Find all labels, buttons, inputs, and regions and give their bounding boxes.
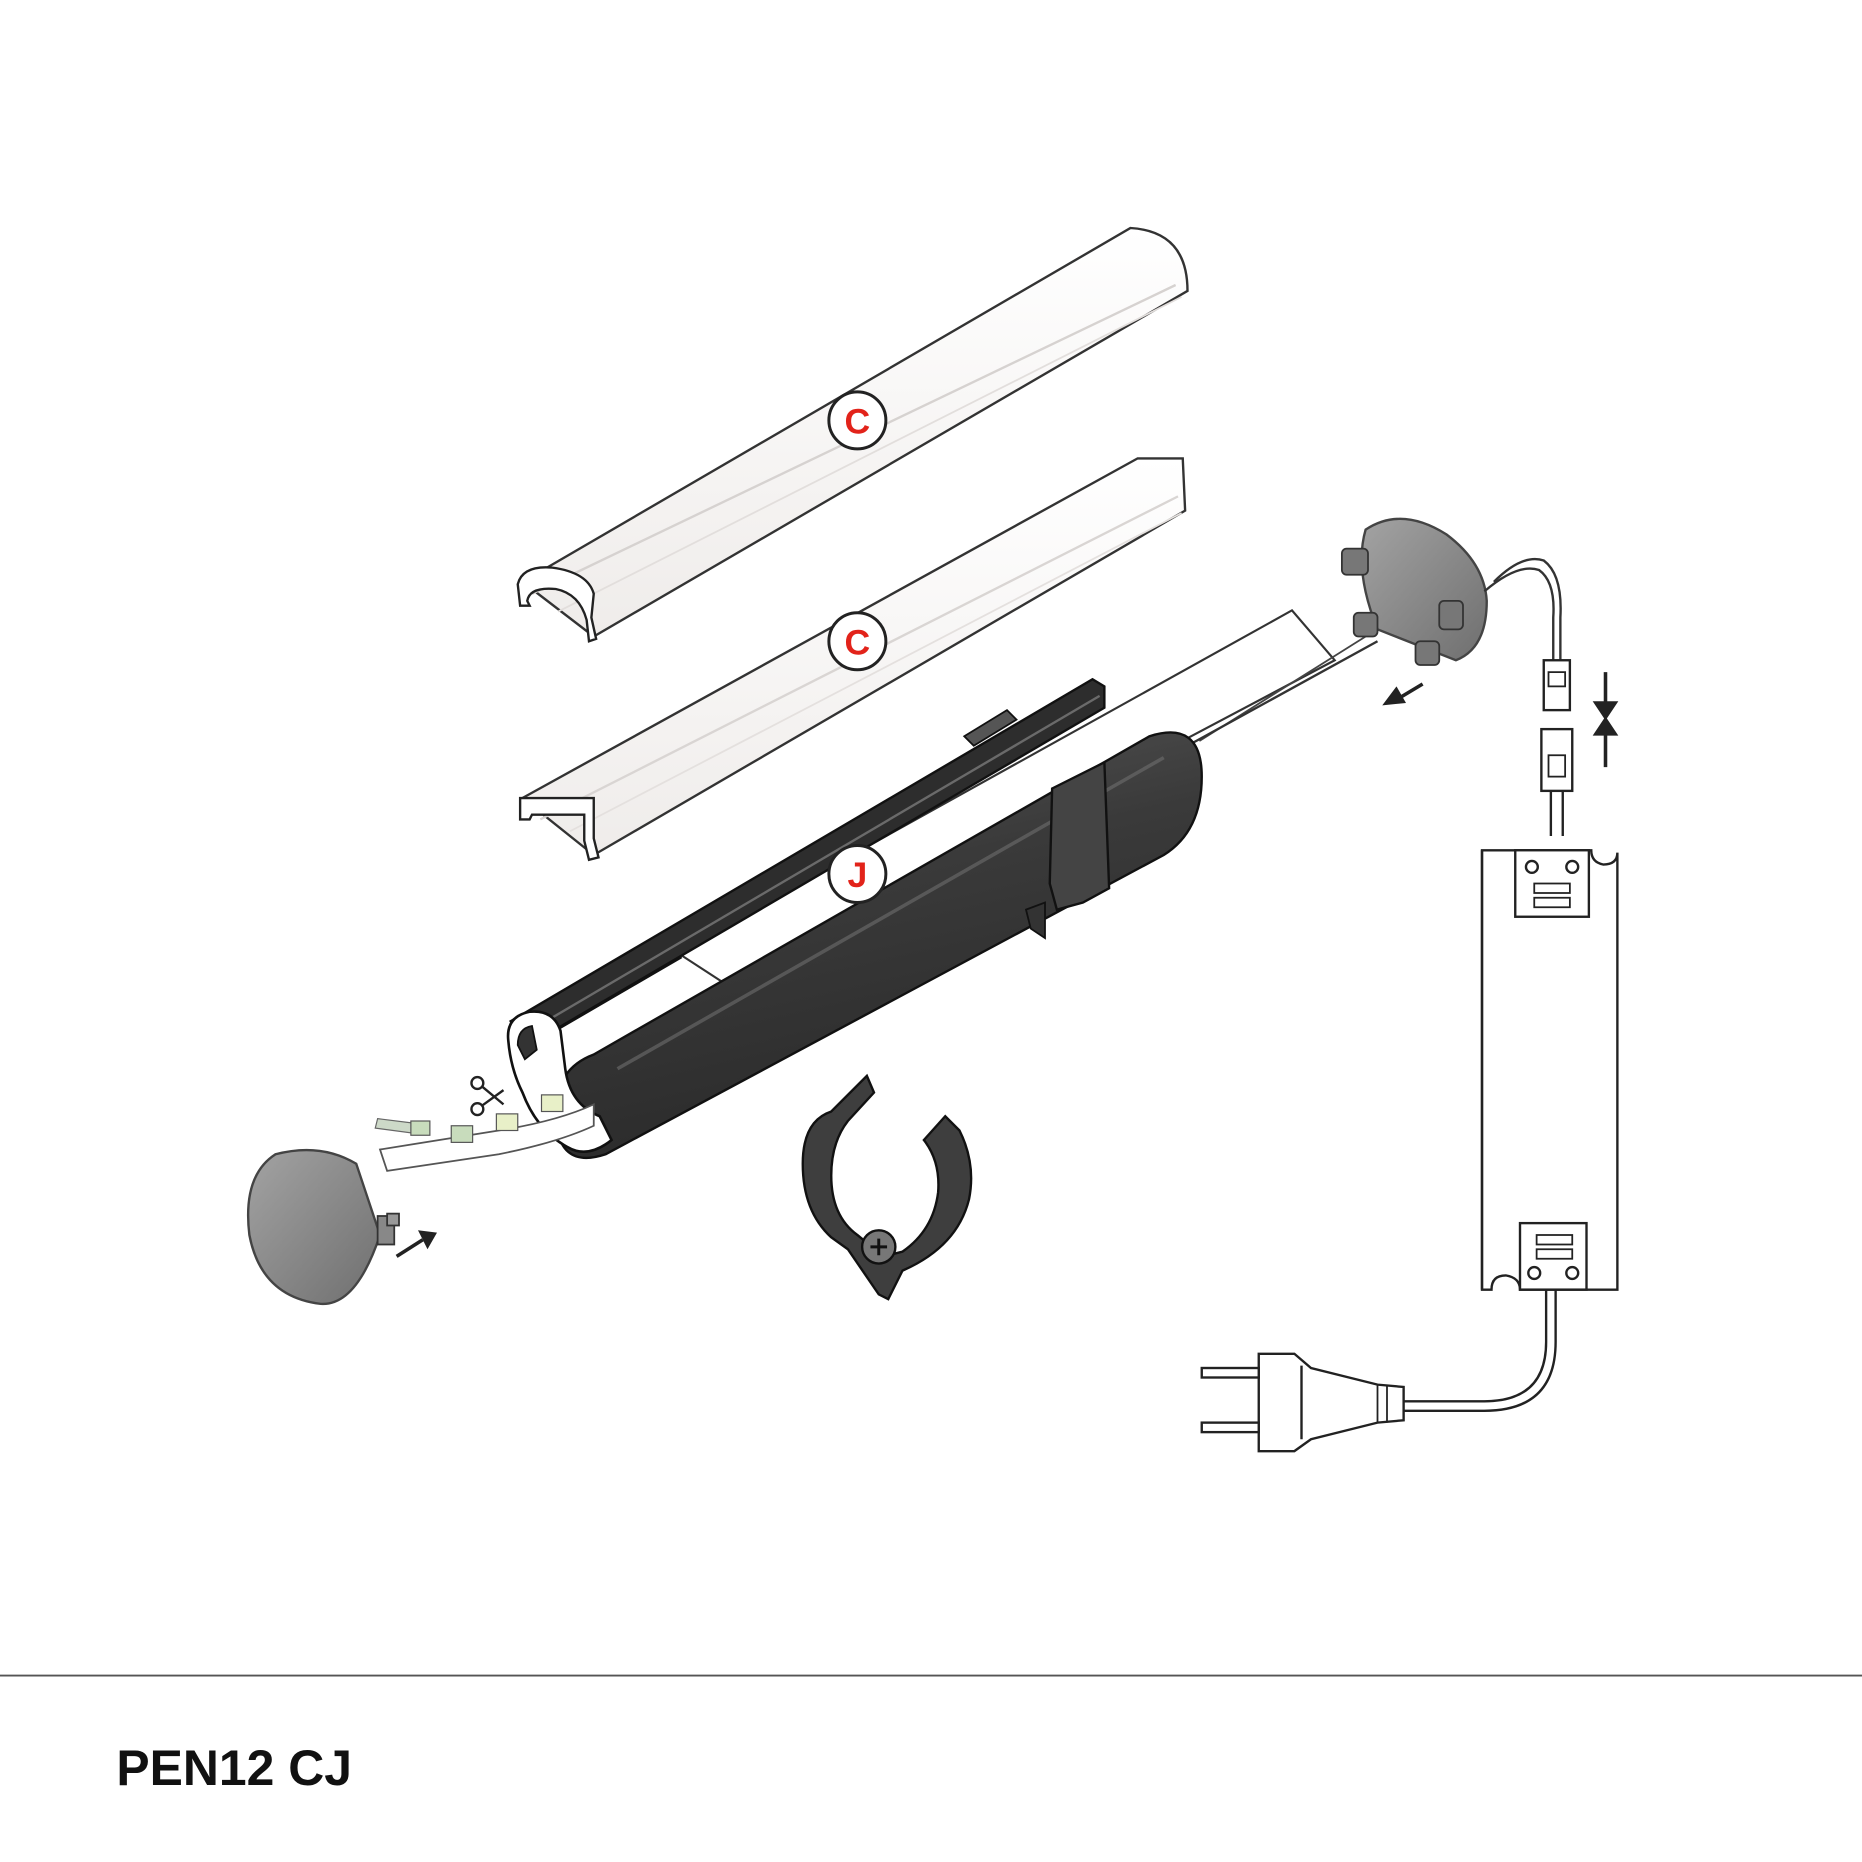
product-title: PEN12 CJ: [116, 1740, 352, 1796]
led-chip-icon: [540, 1094, 564, 1113]
mains-plug-icon: [1200, 1352, 1405, 1453]
callout-label-1: C: [845, 401, 871, 441]
mounting-clip: [801, 1073, 973, 1301]
arrow-insert-right-icon: [1382, 682, 1424, 706]
end-cap-left: [246, 1148, 400, 1306]
connector-male: [1542, 659, 1572, 712]
callout-profile: J: [827, 844, 888, 904]
mains-cable: [1401, 1289, 1557, 1412]
end-cap-right: [1340, 517, 1488, 666]
callout-diffuser-round: C: [827, 390, 888, 451]
led-strip: [374, 1094, 595, 1172]
mains-cable: [1401, 1289, 1548, 1403]
power-supply: [1480, 849, 1619, 1291]
connector-female: [1540, 727, 1574, 836]
callout-label-2: C: [845, 622, 871, 662]
led-chip-icon: [495, 1113, 519, 1132]
strip-wire: [1186, 640, 1379, 747]
led-chip-icon: [410, 1120, 431, 1136]
scissors-icon: [470, 1075, 505, 1117]
arrow-insert-left-icon: [395, 1230, 437, 1258]
led-chip-icon: [450, 1125, 474, 1143]
callout-label-3: J: [847, 855, 867, 895]
connect-arrows-icon: [1592, 672, 1619, 768]
callout-diffuser-flat: C: [827, 611, 888, 672]
cable-top: [1483, 567, 1555, 661]
cable-top: [1493, 557, 1562, 661]
